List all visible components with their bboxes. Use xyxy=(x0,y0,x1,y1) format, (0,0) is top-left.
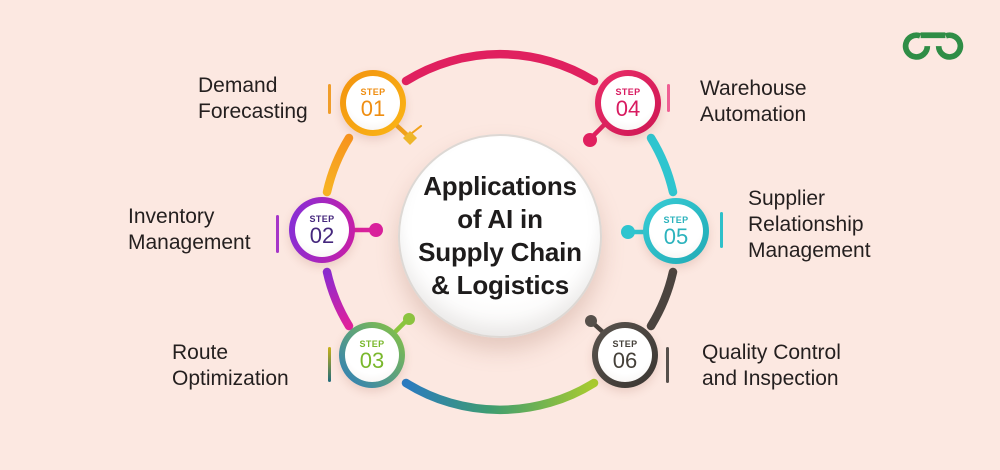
step-03-number: 03 xyxy=(359,347,385,373)
step-06-tick xyxy=(666,347,669,383)
step-05-word: STEP xyxy=(663,214,689,225)
step-04-node-inner: STEP 04 xyxy=(601,76,655,130)
connector-dot-step-02 xyxy=(369,223,383,237)
connector-dot-step-05 xyxy=(621,225,635,239)
step-04-tick xyxy=(667,84,670,112)
step-02-node-inner: STEP 02 xyxy=(295,203,349,257)
step-06-word: STEP xyxy=(612,338,638,349)
connector-step-02 xyxy=(349,223,383,237)
step-03-tick xyxy=(328,347,331,382)
connector-dot-step-01 xyxy=(403,131,417,145)
geeksforgeeks-logo-glyph xyxy=(902,32,964,60)
step-06-number: 06 xyxy=(612,347,638,373)
step-05-tick xyxy=(720,212,723,248)
arc-left-upper-step01-to-step02 xyxy=(322,133,354,197)
step-04-word: STEP xyxy=(615,86,641,97)
step-05-node: STEP 05 xyxy=(643,198,709,264)
connector-dot-step-04 xyxy=(583,133,597,147)
step-01-word: STEP xyxy=(360,86,386,97)
arc-right-lower-step05-to-step06 xyxy=(646,267,678,331)
connector-dot-step-03 xyxy=(403,313,415,325)
step-04-number: 04 xyxy=(615,95,641,121)
step-04-node: STEP 04 xyxy=(595,70,661,136)
connector-dot-step-06 xyxy=(585,315,597,327)
step-01-number: 01 xyxy=(360,95,386,121)
arc-bottom-step06-to-step03 xyxy=(401,378,599,415)
arc-top-step04-to-step01 xyxy=(401,49,599,86)
geeksforgeeks-logo xyxy=(902,32,964,60)
step-02-word: STEP xyxy=(309,213,335,224)
step-06-node: STEP 06 xyxy=(592,322,658,388)
step-01-node-inner: STEP 01 xyxy=(346,76,400,130)
connector-stub-step-01 xyxy=(411,125,422,134)
step-02-tick xyxy=(276,215,279,253)
step-05-number: 05 xyxy=(663,223,689,249)
step-01-node: STEP 01 xyxy=(340,70,406,136)
step-06-node-inner: STEP 06 xyxy=(598,328,652,382)
step-05-node-inner: STEP 05 xyxy=(649,204,703,258)
step-03-node-inner: STEP 03 xyxy=(345,328,399,382)
step-02-node: STEP 02 xyxy=(289,197,355,263)
arc-right-upper-step04-to-step05 xyxy=(646,133,678,197)
step-03-word: STEP xyxy=(359,338,385,349)
connector-step-03 xyxy=(393,313,415,334)
connector-line-step-03 xyxy=(393,319,408,334)
arc-left-lower-step02-to-step03 xyxy=(322,267,354,331)
step-03-node: STEP 03 xyxy=(339,322,405,388)
step-01-tick xyxy=(328,84,331,114)
step-02-number: 02 xyxy=(309,222,335,248)
